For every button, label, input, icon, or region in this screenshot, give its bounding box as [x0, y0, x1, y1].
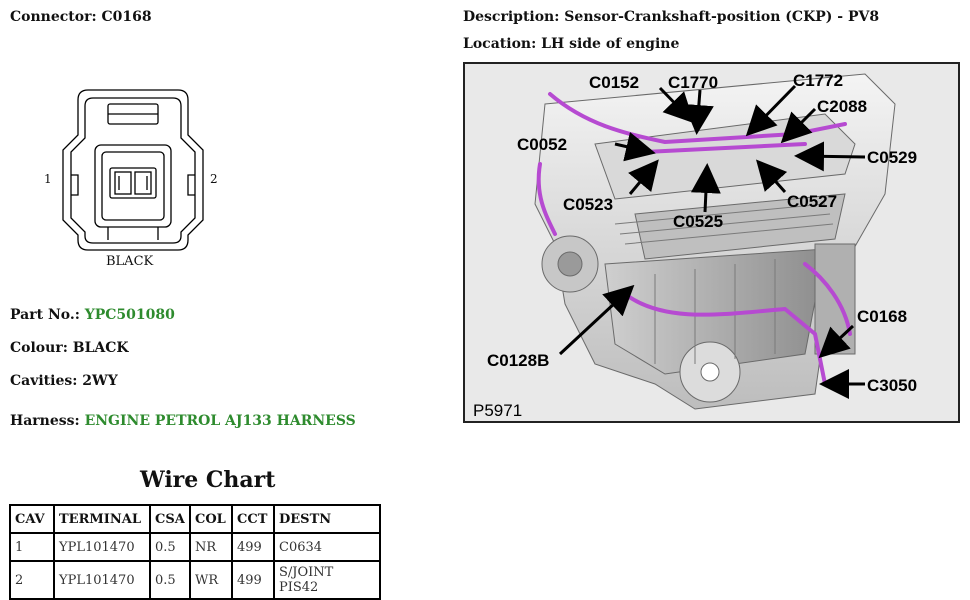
- cell-cav: 1: [9, 532, 55, 562]
- harness-label: Harness:: [10, 413, 80, 429]
- cell-cav: 2: [9, 560, 55, 600]
- colour-line: Colour: BLACK: [10, 340, 129, 356]
- callout-c0529: C0529: [867, 148, 917, 167]
- colour-label: Colour:: [10, 340, 68, 356]
- cell-terminal: YPL101470: [53, 560, 151, 600]
- cell-destn: C0634: [273, 532, 381, 562]
- callout-c2088: C2088: [817, 97, 867, 116]
- cell-csa: 0.5: [149, 560, 191, 600]
- wire-chart-table: CAV TERMINAL CSA COL CCT DESTN 1 YPL1014…: [9, 504, 381, 600]
- image-reference: P5971: [473, 401, 522, 420]
- callout-c1772: C1772: [793, 71, 843, 90]
- cavities-line: Cavities: 2WY: [10, 373, 118, 389]
- drawing-colour-text: BLACK: [106, 254, 154, 269]
- header-cct: CCT: [231, 504, 275, 534]
- harness-line: Harness: ENGINE PETROL AJ133 HARNESS: [10, 413, 356, 429]
- wire-chart-header-row: CAV TERMINAL CSA COL CCT DESTN: [9, 504, 381, 534]
- description-label: Description:: [463, 9, 560, 25]
- callout-c0128b: C0128B: [487, 351, 549, 370]
- header-terminal: TERMINAL: [53, 504, 151, 534]
- header-col: COL: [189, 504, 233, 534]
- cell-col: WR: [189, 560, 233, 600]
- cell-destn: S/JOINT PIS42: [273, 560, 381, 600]
- callout-c0527: C0527: [787, 192, 837, 211]
- callout-c3050: C3050: [867, 376, 917, 395]
- pin-2-number: 2: [210, 172, 218, 186]
- connector-label: Connector:: [10, 9, 97, 25]
- engine-location-image: C0152 C1770 C1772 C2088 C0052 C0529 C052…: [463, 62, 960, 423]
- callout-c0152: C0152: [589, 73, 639, 92]
- cavities-value: 2WY: [82, 373, 118, 389]
- harness-link[interactable]: ENGINE PETROL AJ133 HARNESS: [84, 413, 356, 429]
- engine-illustration: C0152 C1770 C1772 C2088 C0052 C0529 C052…: [473, 71, 917, 420]
- callout-c0523: C0523: [563, 195, 613, 214]
- table-row: 1 YPL101470 0.5 NR 499 C0634: [9, 532, 381, 562]
- header-destn: DESTN: [273, 504, 381, 534]
- callout-c0052: C0052: [517, 135, 567, 154]
- cell-cct: 499: [231, 532, 275, 562]
- connector-value: C0168: [101, 9, 152, 25]
- location-value: LH side of engine: [541, 36, 680, 52]
- cell-cct: 499: [231, 560, 275, 600]
- table-row: 2 YPL101470 0.5 WR 499 S/JOINT PIS42: [9, 560, 381, 600]
- description-value: Sensor-Crankshaft-position (CKP) - PV8: [564, 9, 880, 25]
- location-line: Location: LH side of engine: [463, 36, 679, 52]
- cell-csa: 0.5: [149, 532, 191, 562]
- description-line: Description: Sensor-Crankshaft-position …: [463, 9, 879, 25]
- header-cav: CAV: [9, 504, 55, 534]
- part-number-link[interactable]: YPC501080: [84, 307, 175, 323]
- cell-terminal: YPL101470: [53, 532, 151, 562]
- callout-c0525: C0525: [673, 212, 723, 231]
- header-csa: CSA: [149, 504, 191, 534]
- callout-c0168: C0168: [857, 307, 907, 326]
- callout-c1770: C1770: [668, 73, 718, 92]
- wire-chart-title: Wire Chart: [140, 467, 276, 493]
- cell-col: NR: [189, 532, 233, 562]
- part-number-line: Part No.: YPC501080: [10, 307, 175, 323]
- colour-value: BLACK: [72, 340, 129, 356]
- pin-1-number: 1: [44, 172, 52, 186]
- cavities-label: Cavities:: [10, 373, 78, 389]
- connector-line: Connector: C0168: [10, 9, 152, 25]
- part-number-label: Part No.:: [10, 307, 80, 323]
- location-label: Location:: [463, 36, 537, 52]
- connector-face-drawing: [62, 89, 204, 251]
